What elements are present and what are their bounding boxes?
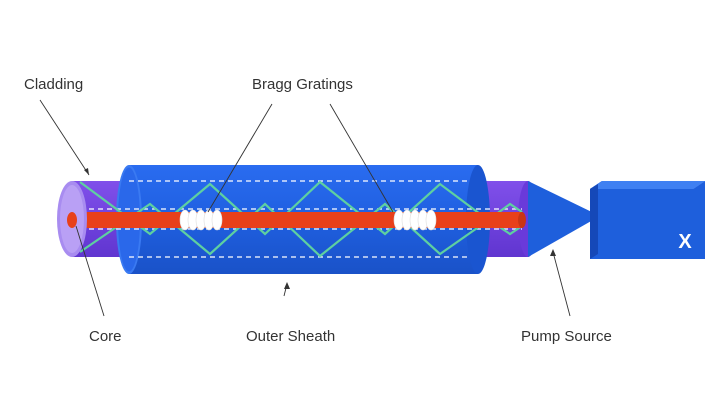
bragg-grating-left xyxy=(179,209,223,231)
bragg-grating-right xyxy=(393,209,437,231)
cladding-dashed-lines xyxy=(80,180,522,258)
label-pump-source: Pump Source xyxy=(521,328,612,345)
label-cladding: Cladding xyxy=(24,76,84,93)
pump-cone xyxy=(528,181,600,257)
leader-lines xyxy=(39,99,571,317)
leader-arrowheads xyxy=(84,168,556,289)
label-bragg-gratings: Bragg Gratings xyxy=(252,76,353,93)
pump-source-box: X xyxy=(590,181,705,259)
pump-box-mark: X xyxy=(678,231,692,253)
label-core: Core xyxy=(89,328,122,345)
label-outer-sheath: Outer Sheath xyxy=(246,328,336,345)
core xyxy=(70,212,526,228)
